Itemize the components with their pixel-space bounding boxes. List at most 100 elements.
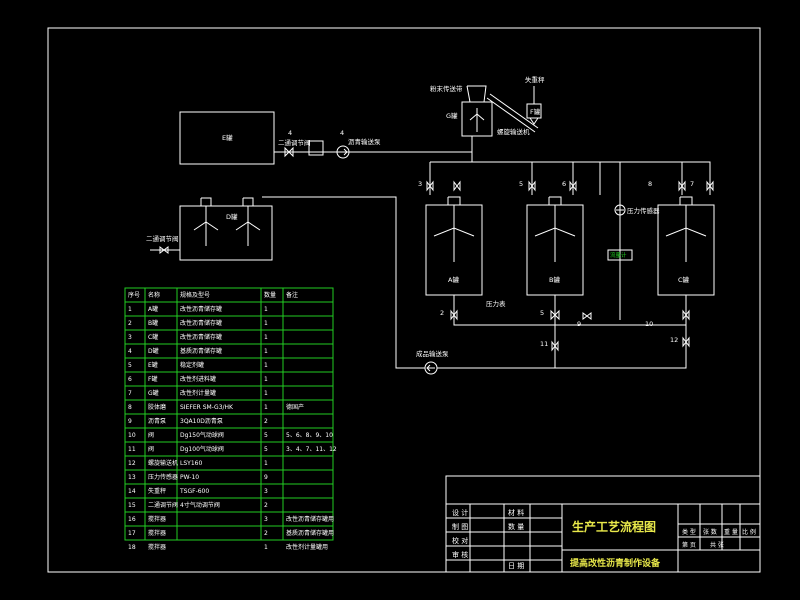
bom-cell: 1 bbox=[264, 404, 268, 411]
bom-cell: 1 bbox=[264, 348, 268, 355]
bom-header-cell: 数量 bbox=[264, 292, 277, 299]
bom-cell: 阀 bbox=[148, 446, 155, 453]
bom-cell: 沥青泵 bbox=[148, 418, 167, 425]
bom-cell: 改性剂进料罐 bbox=[180, 376, 217, 383]
design-label: 设 计 bbox=[452, 509, 469, 517]
count-label: 张 数 bbox=[703, 529, 717, 536]
valve-label-8: 8 bbox=[648, 180, 652, 188]
draw-label: 制 图 bbox=[452, 523, 469, 531]
bom-cell: 2 bbox=[264, 418, 268, 425]
bom-cell: 3 bbox=[128, 334, 132, 341]
bom-cell: 德国产 bbox=[286, 404, 305, 411]
bom-cell: F罐 bbox=[148, 376, 158, 383]
tank-d-label: D罐 bbox=[226, 212, 238, 221]
bom-cell: 1 bbox=[264, 306, 268, 313]
valve-label-10: 10 bbox=[645, 320, 653, 328]
product-pump-label: 成品输送泵 bbox=[416, 349, 449, 358]
bom-cell: 改性剂计量罐用 bbox=[286, 544, 329, 551]
tank-d: D罐 bbox=[179, 197, 273, 261]
tank-a: A罐 bbox=[425, 196, 483, 296]
bom-cell: 10 bbox=[128, 432, 136, 439]
bom-cell: 17 bbox=[128, 530, 136, 537]
inlet-valve-label: 二通调节阀 bbox=[146, 234, 179, 243]
valve-label-2: 2 bbox=[440, 309, 444, 317]
bom-header-cell: 序号 bbox=[128, 292, 141, 299]
date-label: 日 期 bbox=[508, 562, 525, 570]
bom-cell: 3、4、7、11、12 bbox=[286, 446, 337, 453]
loss-weight-label: 失重秤 bbox=[525, 75, 545, 84]
flow-meter-label: 流量计 bbox=[610, 251, 627, 259]
bom-cell: 14 bbox=[128, 488, 136, 495]
valve-label-12: 12 bbox=[670, 336, 678, 344]
screw-conveyor-label: 螺旋输送机 bbox=[497, 127, 530, 136]
tank-b: B罐 bbox=[526, 196, 584, 296]
bom-cell: C罐 bbox=[148, 334, 159, 341]
tank-c-label: C罐 bbox=[678, 275, 690, 284]
bom-cell: Dg100气动球阀 bbox=[180, 446, 224, 453]
bom-header-cell: 备注 bbox=[286, 292, 299, 299]
bom-cell: 9 bbox=[128, 418, 132, 425]
tank-g-label: G罐 bbox=[446, 111, 458, 120]
bom-cell: 改性沥青储存罐用 bbox=[286, 516, 335, 523]
pump-label: 沥青输送泵 bbox=[348, 137, 381, 146]
valve-icon bbox=[450, 309, 690, 352]
valve-label-3: 3 bbox=[418, 180, 422, 188]
bom-cell: PW-10 bbox=[180, 474, 200, 481]
bom-cell: 12 bbox=[128, 460, 136, 467]
bom-cell: 1 bbox=[264, 390, 268, 397]
product-pump-icon bbox=[424, 361, 438, 375]
tank-e-label: E罐 bbox=[222, 133, 233, 142]
valve-label-11: 11 bbox=[540, 340, 548, 348]
bom-cell: 2 bbox=[264, 502, 268, 509]
bom-cell: E罐 bbox=[148, 362, 158, 369]
bom-header-cell: 规格及型号 bbox=[180, 292, 211, 299]
pressure-gauge-icon bbox=[614, 204, 626, 216]
check-label: 校 对 bbox=[452, 537, 469, 545]
bom-cell: 2 bbox=[128, 320, 132, 327]
tank-e: E罐 bbox=[179, 111, 275, 165]
bom-cell: SIEFER SM-G3/HK bbox=[180, 404, 233, 411]
bom-cell: 8 bbox=[128, 404, 132, 411]
bom-cell: 1 bbox=[264, 376, 268, 383]
bom-cell: LSY160 bbox=[180, 460, 203, 467]
regulating-valve-label: 二通调节阀 bbox=[278, 138, 311, 147]
bom-cell: 2 bbox=[264, 530, 268, 537]
bom-cell: 压力传感器 bbox=[148, 474, 179, 481]
bom-cell: 3 bbox=[264, 488, 268, 495]
bom-cell: 13 bbox=[128, 474, 136, 481]
bom-cell: 7 bbox=[128, 390, 132, 397]
bom-cell: 3QA10D沥青泵 bbox=[180, 418, 223, 425]
bom-cell: 改性沥青储存罐 bbox=[180, 306, 223, 313]
valve-label-7: 7 bbox=[690, 180, 694, 188]
bom-cell: 18 bbox=[128, 544, 136, 551]
audit-label: 审 核 bbox=[452, 551, 469, 559]
qty-label: 数 量 bbox=[508, 523, 525, 531]
bom-cell: 1 bbox=[264, 544, 268, 551]
material-label: 材 料 bbox=[508, 509, 525, 517]
tank-f: F罐 bbox=[526, 103, 542, 125]
pressure-sensor-label: 压力传感器 bbox=[627, 206, 660, 215]
bom-cell: 4寸气动调节阀 bbox=[180, 502, 220, 509]
pressure-gauge-label: 压力表 bbox=[486, 299, 506, 308]
valve-label-4a: 4 bbox=[288, 129, 292, 137]
bom-cell: 阀 bbox=[148, 432, 155, 439]
valve-icon bbox=[159, 246, 169, 254]
drawing-title: 生产工艺流程图 bbox=[572, 520, 657, 534]
bom-cell: 改性剂计量罐 bbox=[180, 390, 217, 397]
bom-cell: 9 bbox=[264, 474, 268, 481]
tank-a-label: A罐 bbox=[448, 275, 459, 284]
bom-cell: Dg150气动球阀 bbox=[180, 432, 224, 439]
bom-cell: D罐 bbox=[148, 348, 159, 355]
bom-cell: G罐 bbox=[148, 390, 159, 397]
valve-label-9: 9 bbox=[577, 320, 581, 328]
drawing-subtitle: 提高改性沥青制作设备 bbox=[570, 559, 661, 569]
bom-cell: 5 bbox=[128, 362, 132, 369]
bom-cell: TSGF-600 bbox=[180, 488, 210, 495]
weight-label: 重 量 bbox=[724, 529, 738, 536]
bom-cell: 螺旋输送机 bbox=[148, 460, 179, 467]
bom-cell: A罐 bbox=[148, 306, 159, 313]
bom-cell: 1 bbox=[264, 460, 268, 467]
tank-g: G罐 bbox=[446, 85, 493, 137]
bom-cell: 16 bbox=[128, 516, 136, 523]
